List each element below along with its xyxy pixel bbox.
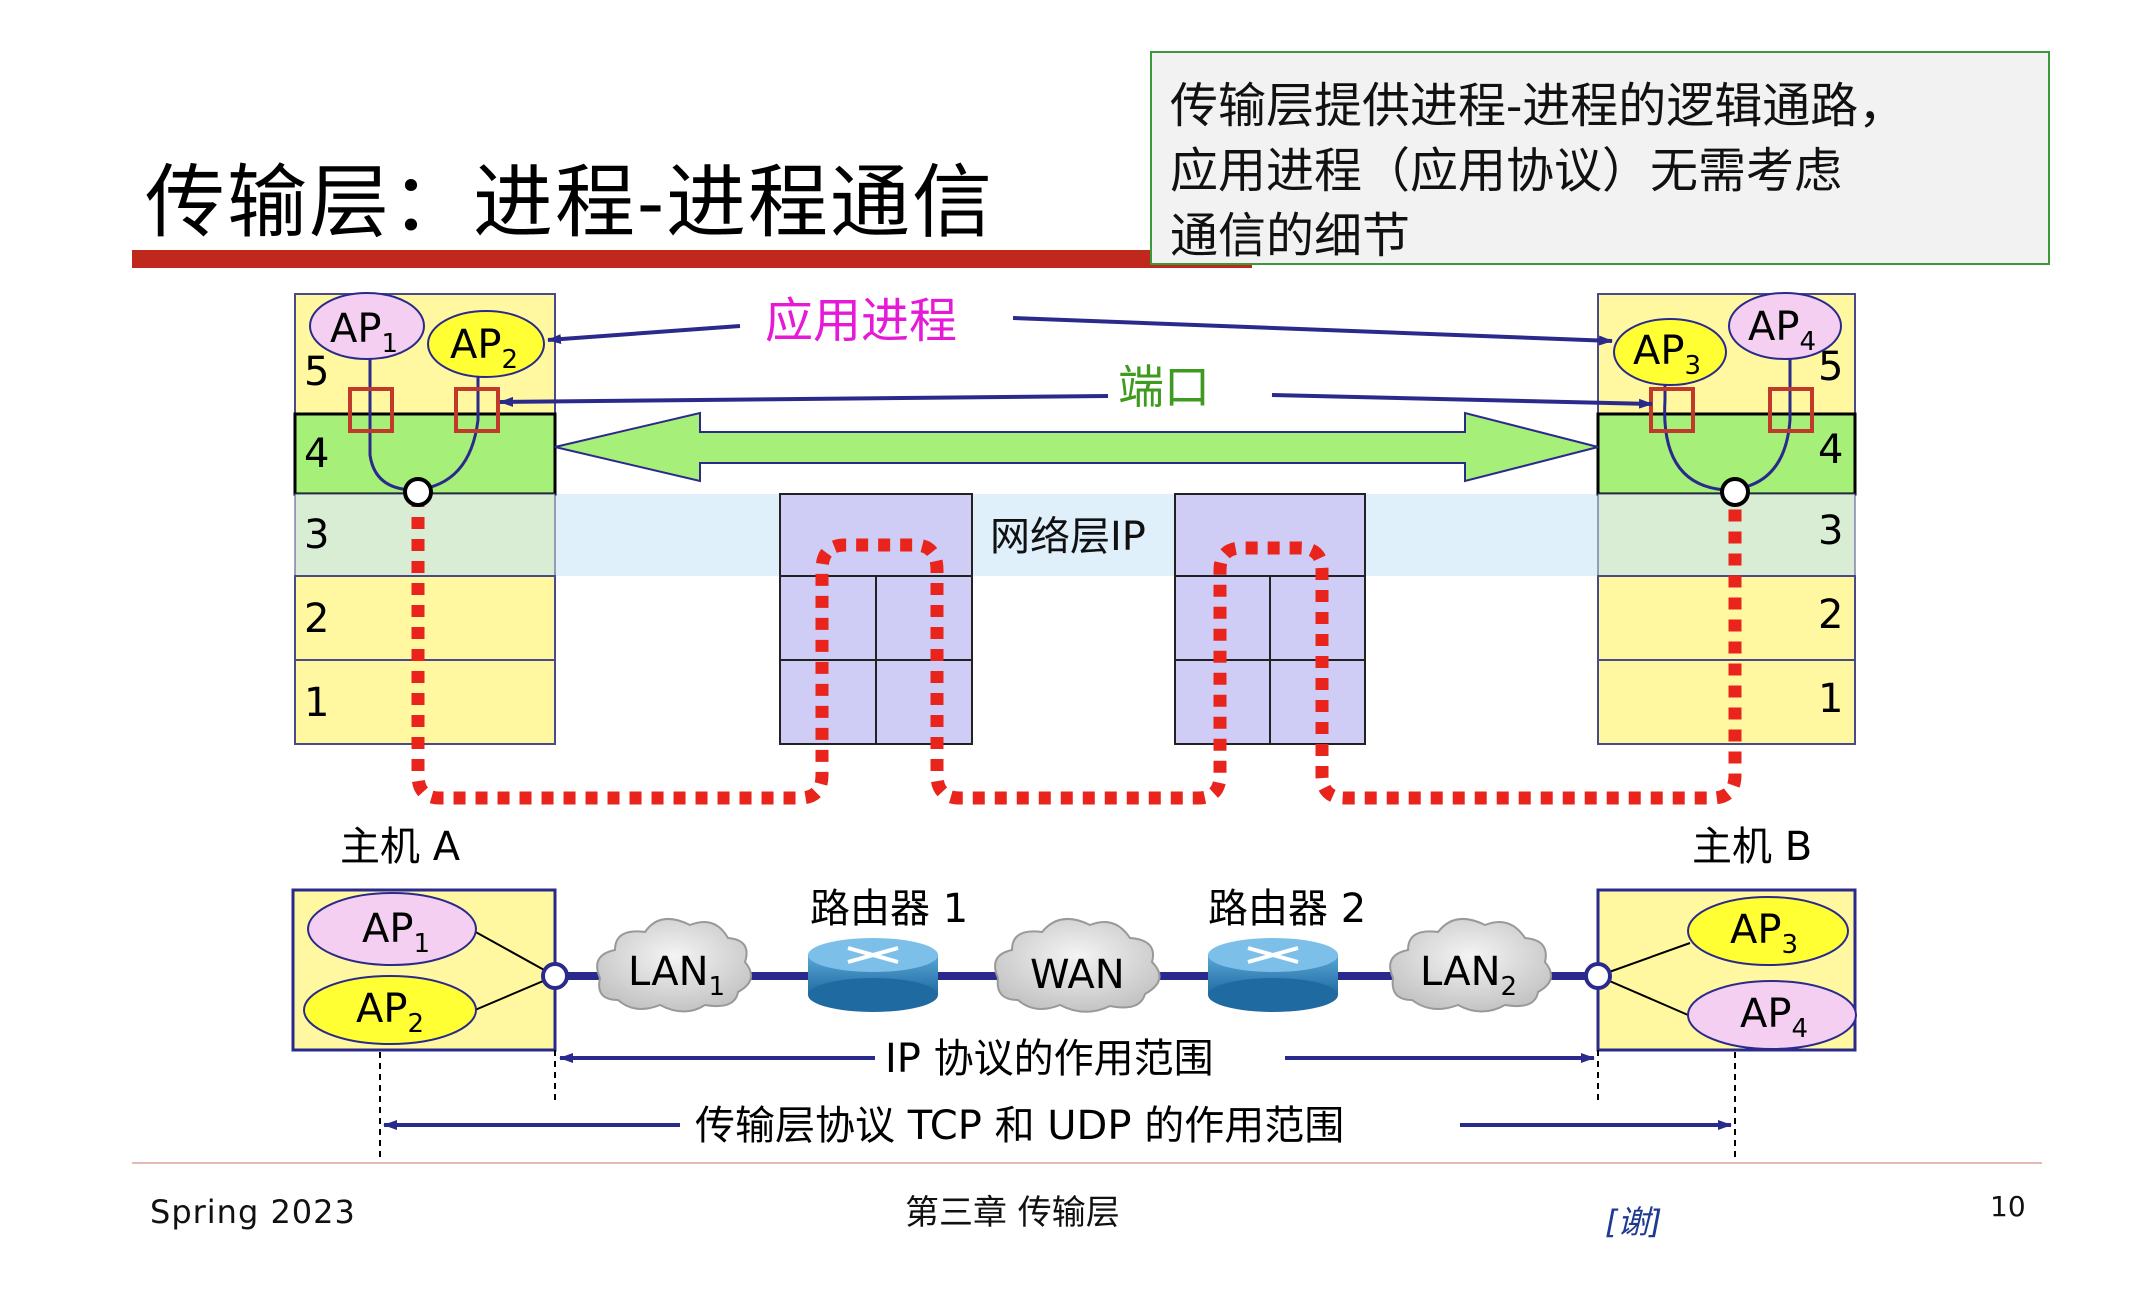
ap1-top: AP1 xyxy=(309,292,425,360)
svg-text:AP2: AP2 xyxy=(450,322,518,375)
footer-chapter: 第三章 传输层 xyxy=(905,1193,1120,1233)
router2-stack xyxy=(1174,493,1366,745)
host-a-socket xyxy=(403,477,433,507)
footer-page-number: 10 xyxy=(1990,1190,2026,1223)
wan-cloud: WAN xyxy=(994,917,1161,1013)
lan1-cloud: LAN1 xyxy=(596,917,753,1013)
ap2-bottom: AP2 xyxy=(303,975,477,1045)
port-box-b2 xyxy=(1768,387,1814,433)
svg-text:LAN2: LAN2 xyxy=(1420,949,1517,1002)
ap3-bottom: AP3 xyxy=(1687,896,1849,966)
host-a-interface xyxy=(541,962,569,990)
host-a-layer2 xyxy=(294,575,556,661)
host-a-layer3-num: 3 xyxy=(304,512,329,558)
port-box-b1 xyxy=(1649,387,1695,433)
host-b-layer2 xyxy=(1597,575,1856,661)
note-line-1: 传输层提供进程-进程的逻辑通路， xyxy=(1170,78,1907,134)
router1-stack xyxy=(779,493,973,745)
port-label: 端口 xyxy=(1118,360,1210,414)
footer-divider xyxy=(132,1162,2042,1164)
ip-scope-label: IP 协议的作用范围 xyxy=(885,1036,1214,1082)
svg-text:AP3: AP3 xyxy=(1730,907,1798,960)
svg-text:AP2: AP2 xyxy=(356,986,424,1039)
note-line-3: 通信的细节 xyxy=(1170,208,1411,264)
tcp-scope-label: 传输层协议 TCP 和 UDP 的作用范围 xyxy=(695,1103,1344,1149)
router2-label: 路由器 2 xyxy=(1208,886,1366,932)
host-a-layer1 xyxy=(294,659,556,745)
ap4-bottom: AP4 xyxy=(1687,980,1857,1050)
note-line-2: 应用进程（应用协议）无需考虑 xyxy=(1170,143,1843,199)
router1-icon xyxy=(808,938,938,1012)
host-b-label: 主机 B xyxy=(1692,824,1812,870)
svg-text:AP1: AP1 xyxy=(330,306,398,359)
router2-icon xyxy=(1208,938,1338,1012)
logical-communication-arrow xyxy=(554,411,1599,483)
router1-label: 路由器 1 xyxy=(810,886,968,932)
host-a-layer2-num: 2 xyxy=(304,596,329,642)
host-a-layer3 xyxy=(294,493,556,577)
port-arrow-left xyxy=(499,394,1109,407)
network-layer-label: 网络层IP xyxy=(990,514,1146,560)
host-b-layer3 xyxy=(1597,493,1856,577)
slide-title: 传输层：进程-进程通信 xyxy=(145,156,995,249)
host-b-layer1 xyxy=(1597,659,1856,745)
svg-text:AP1: AP1 xyxy=(362,906,430,959)
host-b-layer1-num: 1 xyxy=(1818,676,1843,722)
host-a-label: 主机 A xyxy=(340,824,461,870)
lan2-cloud: LAN2 xyxy=(1389,917,1553,1013)
title-underline-bar xyxy=(132,250,1252,268)
ap4-top: AP4 xyxy=(1728,292,1842,360)
svg-text:AP4: AP4 xyxy=(1740,991,1808,1044)
svg-text:AP3: AP3 xyxy=(1633,328,1701,381)
note-box xyxy=(1150,51,2050,265)
port-arrow-right xyxy=(1271,393,1653,409)
ap3-top: AP3 xyxy=(1613,318,1727,386)
ap1-bottom: AP1 xyxy=(307,892,477,966)
port-box-a2 xyxy=(454,387,500,433)
host-b-layer3-num: 3 xyxy=(1818,508,1843,554)
host-a-layer4-num: 4 xyxy=(304,431,329,477)
app-arrow-right xyxy=(1012,316,1613,346)
ap2-top: AP2 xyxy=(427,310,545,378)
port-box-a1 xyxy=(348,387,394,433)
svg-text:WAN: WAN xyxy=(1030,952,1125,998)
svg-text:AP4: AP4 xyxy=(1748,304,1816,357)
host-b-layer4-num: 4 xyxy=(1818,427,1843,473)
host-a-layer5-num: 5 xyxy=(304,349,329,395)
svg-text:LAN1: LAN1 xyxy=(628,949,725,1002)
app-process-label: 应用进程 xyxy=(765,293,957,349)
app-arrow-left xyxy=(547,324,741,345)
footer-semester: Spring 2023 xyxy=(150,1193,356,1231)
host-b-socket xyxy=(1720,477,1750,507)
host-b-layer2-num: 2 xyxy=(1818,592,1843,638)
footer-author: [谢] xyxy=(1605,1203,1662,1241)
host-b-interface xyxy=(1584,962,1612,990)
host-a-layer1-num: 1 xyxy=(304,680,329,726)
